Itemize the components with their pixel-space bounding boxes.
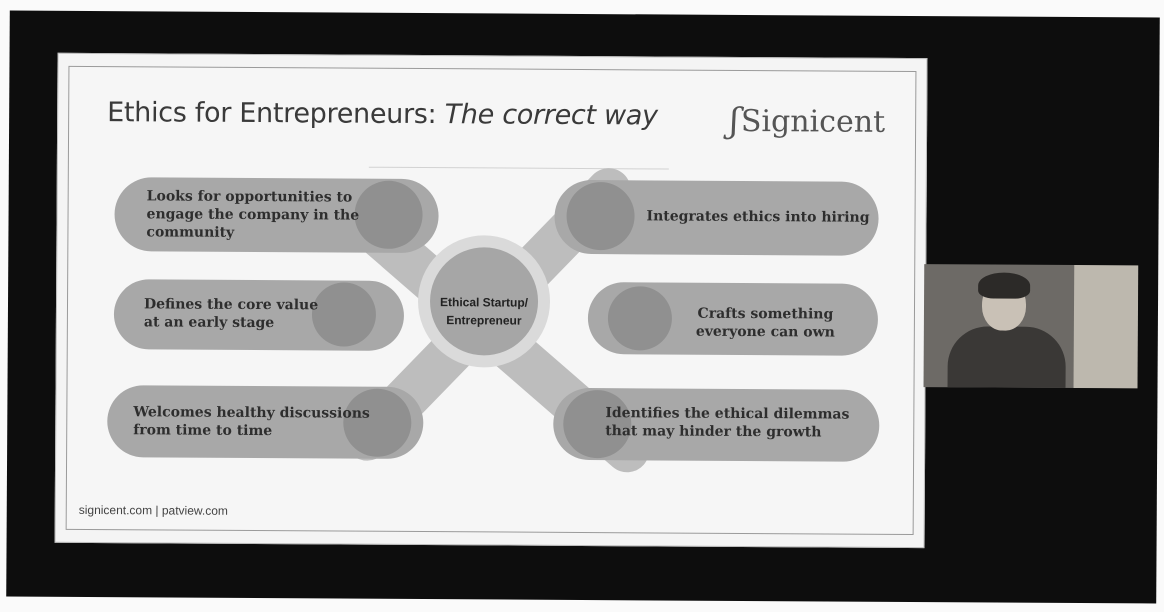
item-line: Identifies the ethical dilemmas xyxy=(605,405,850,423)
center-line: Entrepreneur xyxy=(446,313,522,328)
item-line: that may hinder the growth xyxy=(605,423,822,441)
item-line: engage the company in the xyxy=(146,206,360,224)
item-mid-left: Defines the core value at an early stage xyxy=(144,295,318,332)
screen-share-window: Ethics for Entrepreneurs: The correct wa… xyxy=(6,10,1160,604)
video-background xyxy=(1073,265,1139,389)
participant-hair xyxy=(978,272,1031,299)
slide-content: Ethics for Entrepreneurs: The correct wa… xyxy=(65,65,917,536)
pill-bottom-right xyxy=(553,388,880,462)
item-line: Defines the core value xyxy=(143,296,319,314)
slide-footer: signicent.com | patview.com xyxy=(78,502,228,518)
item-line: Integrates ethics into hiring xyxy=(646,208,870,226)
center-line: Ethical Startup/ xyxy=(439,295,529,310)
presentation-slide: Ethics for Entrepreneurs: The correct wa… xyxy=(54,52,928,549)
pill-mid-left-circle xyxy=(311,282,376,347)
pill-bottom-left xyxy=(107,385,424,459)
pill-bottom-left-circle xyxy=(343,388,412,457)
item-line: Crafts something xyxy=(697,305,834,323)
item-line: Welcomes healthy discussions xyxy=(133,404,370,422)
item-top-right: Integrates ethics into hiring xyxy=(646,207,870,226)
participant-video-tile[interactable] xyxy=(923,264,1139,389)
item-line: everyone can own xyxy=(695,323,835,341)
item-bottom-right: Identifies the ethical dilemmas that may… xyxy=(605,404,849,441)
pill-top-left-circle xyxy=(354,180,423,249)
item-bottom-left: Welcomes healthy discussions from time t… xyxy=(133,403,370,440)
pill-top-right-circle xyxy=(566,182,635,251)
center-circle xyxy=(430,247,539,356)
center-label: Ethical Startup/ Entrepreneur xyxy=(420,293,548,330)
item-mid-right: Crafts something everyone can own xyxy=(696,305,835,342)
participant-body xyxy=(947,326,1066,389)
item-line: from time to time xyxy=(133,422,273,440)
pill-bottom-right-circle xyxy=(563,390,632,459)
ethics-diagram xyxy=(107,168,880,473)
item-line: at an early stage xyxy=(143,314,275,332)
item-line: community xyxy=(146,224,235,241)
pill-mid-right-circle xyxy=(607,286,672,351)
pill-top-left xyxy=(114,177,439,253)
item-top-left: Looks for opportunities to engage the co… xyxy=(146,187,359,242)
pill-top-right xyxy=(554,180,879,256)
item-line: Looks for opportunities to xyxy=(146,188,353,206)
